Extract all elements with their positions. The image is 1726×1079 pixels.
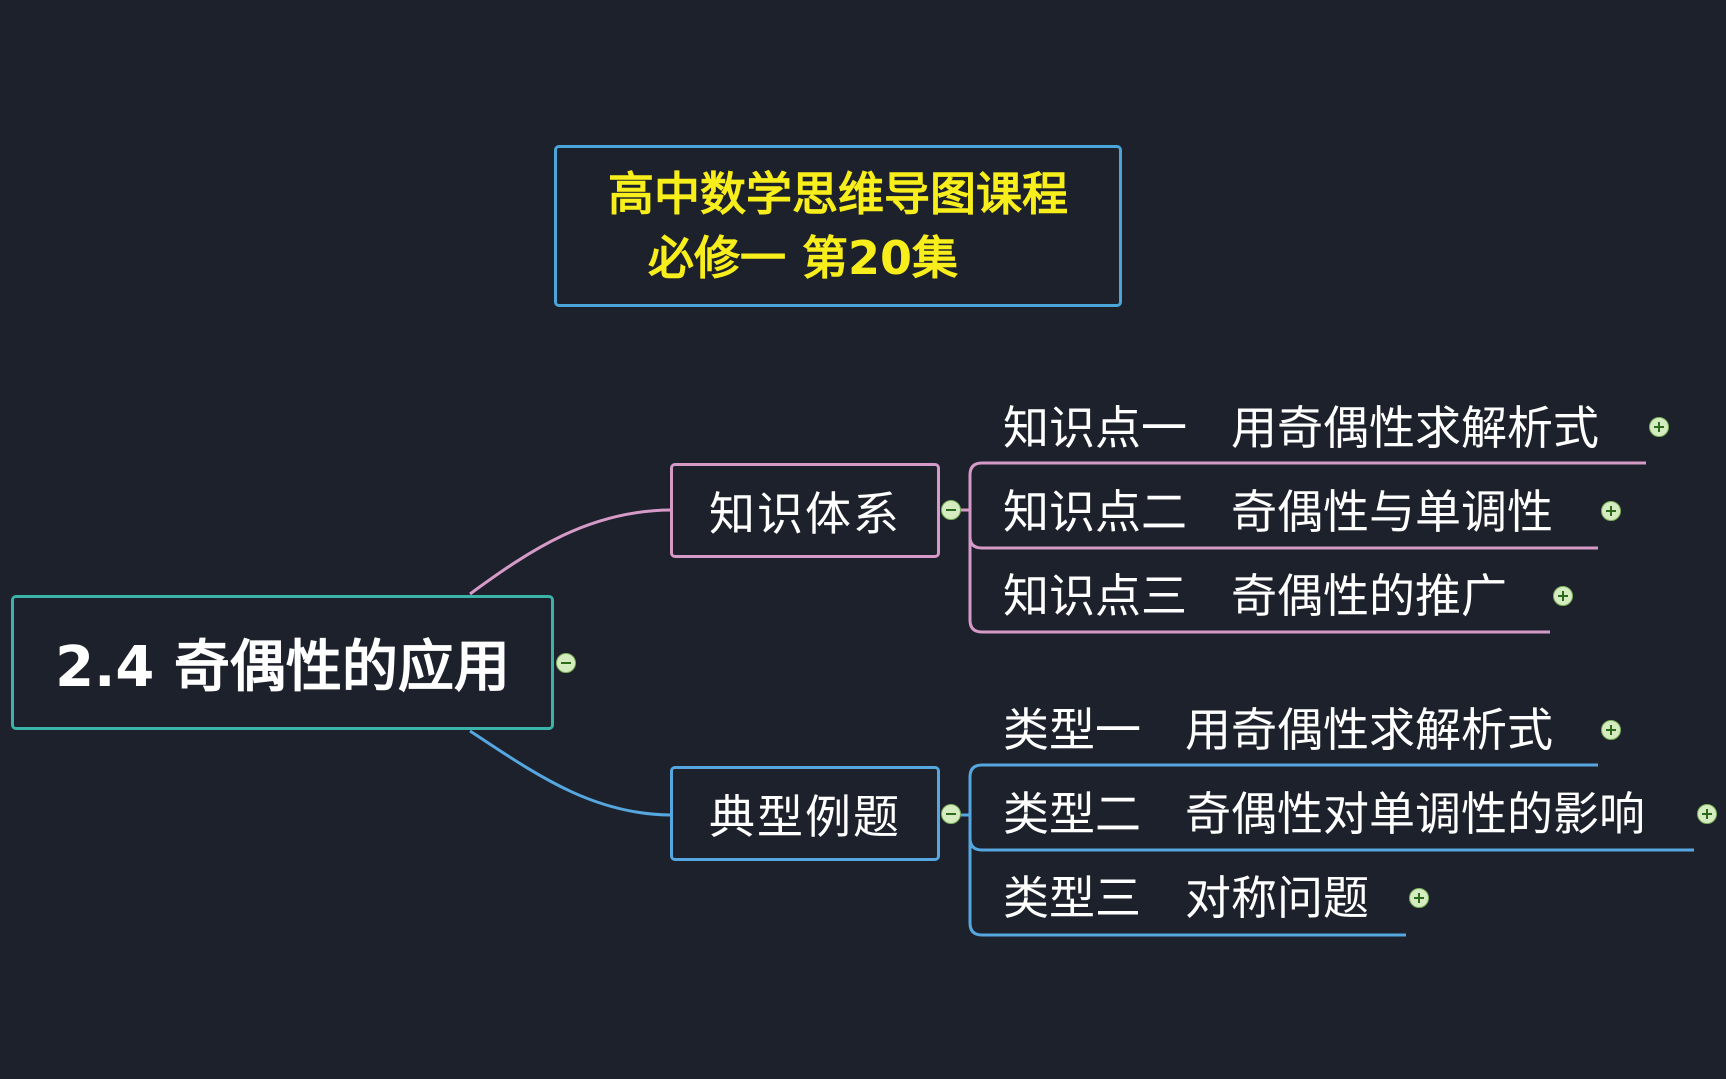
title-line-2: 必修一 第20集 [647, 231, 959, 285]
plus-circle-icon[interactable] [1649, 417, 1669, 437]
leaf-text: 对称问题 [1185, 871, 1369, 925]
edge-knowledge-bracket [968, 461, 1550, 634]
leaf-prefix: 类型二 [1003, 787, 1141, 841]
plus-circle-icon[interactable] [1601, 501, 1621, 521]
minus-circle-icon[interactable] [941, 500, 961, 520]
leaf-node-knowledge-1[interactable]: 知识点一用奇偶性求解析式 [1003, 398, 1599, 458]
root-label: 2.4 奇偶性的应用 [55, 635, 510, 700]
leaf-prefix: 知识点二 [1003, 485, 1187, 539]
leaf-node-examples-2[interactable]: 类型二奇偶性对单调性的影响 [1003, 784, 1645, 844]
leaf-text: 奇偶性的推广 [1231, 569, 1507, 623]
leaf-prefix: 知识点一 [1003, 401, 1187, 455]
branch-node-examples[interactable]: 典型例题 [670, 766, 940, 861]
plus-circle-icon[interactable] [1409, 888, 1429, 908]
branch-label: 典型例题 [709, 789, 901, 844]
edge-root-knowledge [469, 508, 673, 596]
leaf-prefix: 知识点三 [1003, 569, 1187, 623]
edge-root-examples [469, 729, 673, 817]
branch-label: 知识体系 [709, 486, 901, 541]
leaf-prefix: 类型一 [1003, 703, 1141, 757]
leaf-text: 奇偶性对单调性的影响 [1185, 787, 1645, 841]
minus-circle-icon[interactable] [556, 653, 576, 673]
title-box[interactable]: 高中数学思维导图课程 必修一 第20集 [554, 145, 1122, 307]
minus-circle-icon[interactable] [941, 804, 961, 824]
plus-circle-icon[interactable] [1697, 804, 1717, 824]
plus-circle-icon[interactable] [1601, 720, 1621, 740]
plus-circle-icon[interactable] [1553, 586, 1573, 606]
title-line-1: 高中数学思维导图课程 [608, 167, 1068, 221]
leaf-node-examples-3[interactable]: 类型三对称问题 [1003, 868, 1369, 928]
edge-examples-bracket [968, 763, 1406, 937]
leaf-node-knowledge-3[interactable]: 知识点三奇偶性的推广 [1003, 566, 1507, 626]
leaf-prefix: 类型三 [1003, 871, 1141, 925]
leaf-text: 奇偶性与单调性 [1231, 485, 1553, 539]
leaf-text: 用奇偶性求解析式 [1231, 401, 1599, 455]
leaf-node-examples-1[interactable]: 类型一用奇偶性求解析式 [1003, 700, 1553, 760]
edge-examples-leaf2 [968, 837, 1694, 852]
leaf-text: 用奇偶性求解析式 [1185, 703, 1553, 757]
root-node[interactable]: 2.4 奇偶性的应用 [11, 595, 554, 730]
leaf-node-knowledge-2[interactable]: 知识点二奇偶性与单调性 [1003, 482, 1553, 542]
branch-node-knowledge[interactable]: 知识体系 [670, 463, 940, 558]
edge-knowledge-leaf2 [968, 536, 1598, 550]
